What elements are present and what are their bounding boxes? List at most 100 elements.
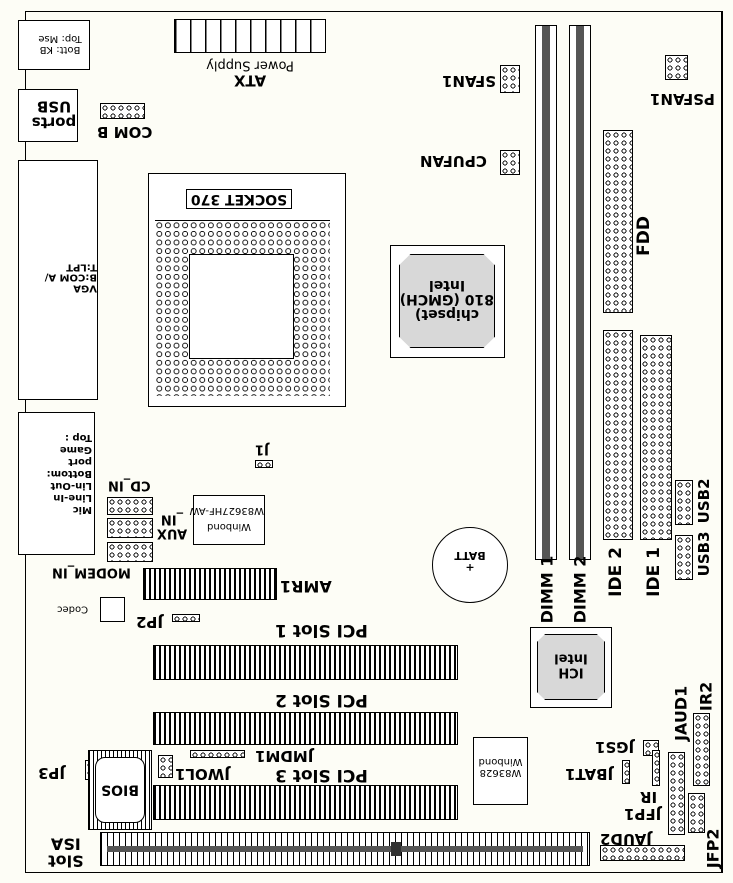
jaud1-header xyxy=(693,713,710,786)
socket-center xyxy=(189,254,294,359)
socket-label: SOCKET 370 xyxy=(186,189,292,209)
fdd-label: FDD xyxy=(634,216,655,256)
cpufan-label: CPUFAN xyxy=(420,151,487,170)
ps2-label: Top: Mse xyxy=(38,33,82,45)
jmdm1-header xyxy=(190,750,245,758)
gmch-text: Intel xyxy=(428,276,466,293)
atx-power-connector xyxy=(174,19,326,53)
pci3-label: PCI Slot 3 xyxy=(275,764,368,785)
usb3-label: USB3 xyxy=(695,531,714,577)
ide1-connector xyxy=(640,335,672,540)
ide2-connector xyxy=(603,330,633,540)
aux-in-label: AUX_IN xyxy=(156,511,188,541)
chip-text: Winbond xyxy=(478,756,523,768)
audio-text: port xyxy=(68,456,92,467)
jbat1-label: JBAT1 xyxy=(565,764,614,783)
socket-text: SOCKET 370 xyxy=(190,191,288,207)
jfp1-header xyxy=(668,752,685,835)
audio-text: Mic xyxy=(72,504,92,515)
ir-label: IR xyxy=(640,787,658,806)
psfan1-connector xyxy=(665,55,688,80)
port-text: B:COM A/ xyxy=(44,272,97,283)
pin-grid xyxy=(155,220,330,396)
codec-chip xyxy=(100,597,125,622)
jwol1-label: JWOL1 xyxy=(175,764,230,783)
com-b-label: COM B xyxy=(97,122,153,141)
j1-jumper xyxy=(255,460,273,468)
jfp2-header xyxy=(688,793,705,833)
isa-text: ISA xyxy=(50,834,81,854)
usb2-header xyxy=(675,480,693,525)
isa-slot[interactable] xyxy=(100,832,590,866)
pci2-label: PCI Slot 2 xyxy=(275,689,368,710)
modem-in-label: MODEM_IN xyxy=(52,564,131,580)
atx-text: ATX xyxy=(233,71,267,90)
bios-label: BIOS xyxy=(101,781,139,798)
audio-text: Top : xyxy=(64,432,92,443)
ir2-label: IR2 xyxy=(696,681,716,712)
jfp1-label: JFP1 xyxy=(624,804,662,823)
aux-in-connector xyxy=(107,518,153,538)
cpu-socket: SOCKET 370 xyxy=(148,173,346,407)
port-text: T:LPT xyxy=(66,261,97,273)
pci-slot-1[interactable] xyxy=(153,645,458,680)
fdd-connector xyxy=(603,130,633,313)
psfan1-label: PSFAN1 xyxy=(650,89,715,108)
pci-slot-2[interactable] xyxy=(153,712,458,745)
gmch-text: chipset) xyxy=(415,306,480,323)
amr1-label: AMR1 xyxy=(280,576,332,596)
dimm1-label: DIMM 1 xyxy=(537,555,557,624)
pci1-label: PCI Slot 1 xyxy=(275,619,368,640)
usb3-header xyxy=(675,535,693,580)
dimm2-label: DIMM 2 xyxy=(570,555,590,624)
gmch-text: 810 (GMCH) xyxy=(399,291,494,308)
jp2-jumper xyxy=(172,614,200,622)
port-text: VGA xyxy=(73,282,97,294)
com-b-header xyxy=(100,103,145,119)
usb-label: USB xyxy=(36,97,72,116)
ir-header xyxy=(652,750,660,786)
j1-label: J1 xyxy=(255,441,269,457)
codec-label: Codec xyxy=(57,603,89,615)
pci-slot-3[interactable] xyxy=(153,785,458,820)
batt-text: + xyxy=(465,561,475,575)
dimm1-slot[interactable] xyxy=(535,25,557,560)
modem-in-connector xyxy=(107,542,153,562)
gmch-chip: chipset)810 (GMCH)Intel xyxy=(390,245,505,358)
dimm2-slot[interactable] xyxy=(569,25,591,560)
cpufan-connector xyxy=(500,150,520,175)
bios-chip: BIOS xyxy=(88,750,152,830)
audio-text: Line-In xyxy=(53,492,92,503)
cd-in-label: CD_IN xyxy=(108,477,151,493)
jp3-label: JP3 xyxy=(38,763,66,782)
jp2-label: JP2 xyxy=(136,612,164,631)
jaud2-header xyxy=(600,845,685,861)
audio-text: Lin-Out xyxy=(50,480,92,491)
jfp2-label: JFP2 xyxy=(703,828,723,869)
sfan1-connector xyxy=(500,65,520,93)
audio-text: Bottom: xyxy=(46,468,92,479)
batt-text: BATT xyxy=(454,549,486,563)
jwol1-header xyxy=(158,755,173,778)
ps2-label: Bott: KB xyxy=(39,44,81,55)
jaud1-label: JAUD1 xyxy=(671,685,691,742)
isa-text: Slot xyxy=(48,851,84,871)
usb-label: ports xyxy=(31,113,77,132)
ide1-label: IDE 1 xyxy=(644,547,665,597)
usb2-label: USB2 xyxy=(695,478,714,524)
battery: +BATT xyxy=(432,527,508,603)
chip-text: W83628 xyxy=(479,767,522,778)
chip-text: W83627HF-AW xyxy=(189,505,264,516)
jbat1-jumper xyxy=(622,760,630,784)
jaud2-label: JAUD2 xyxy=(600,829,652,848)
amr1-slot[interactable] xyxy=(143,568,277,600)
